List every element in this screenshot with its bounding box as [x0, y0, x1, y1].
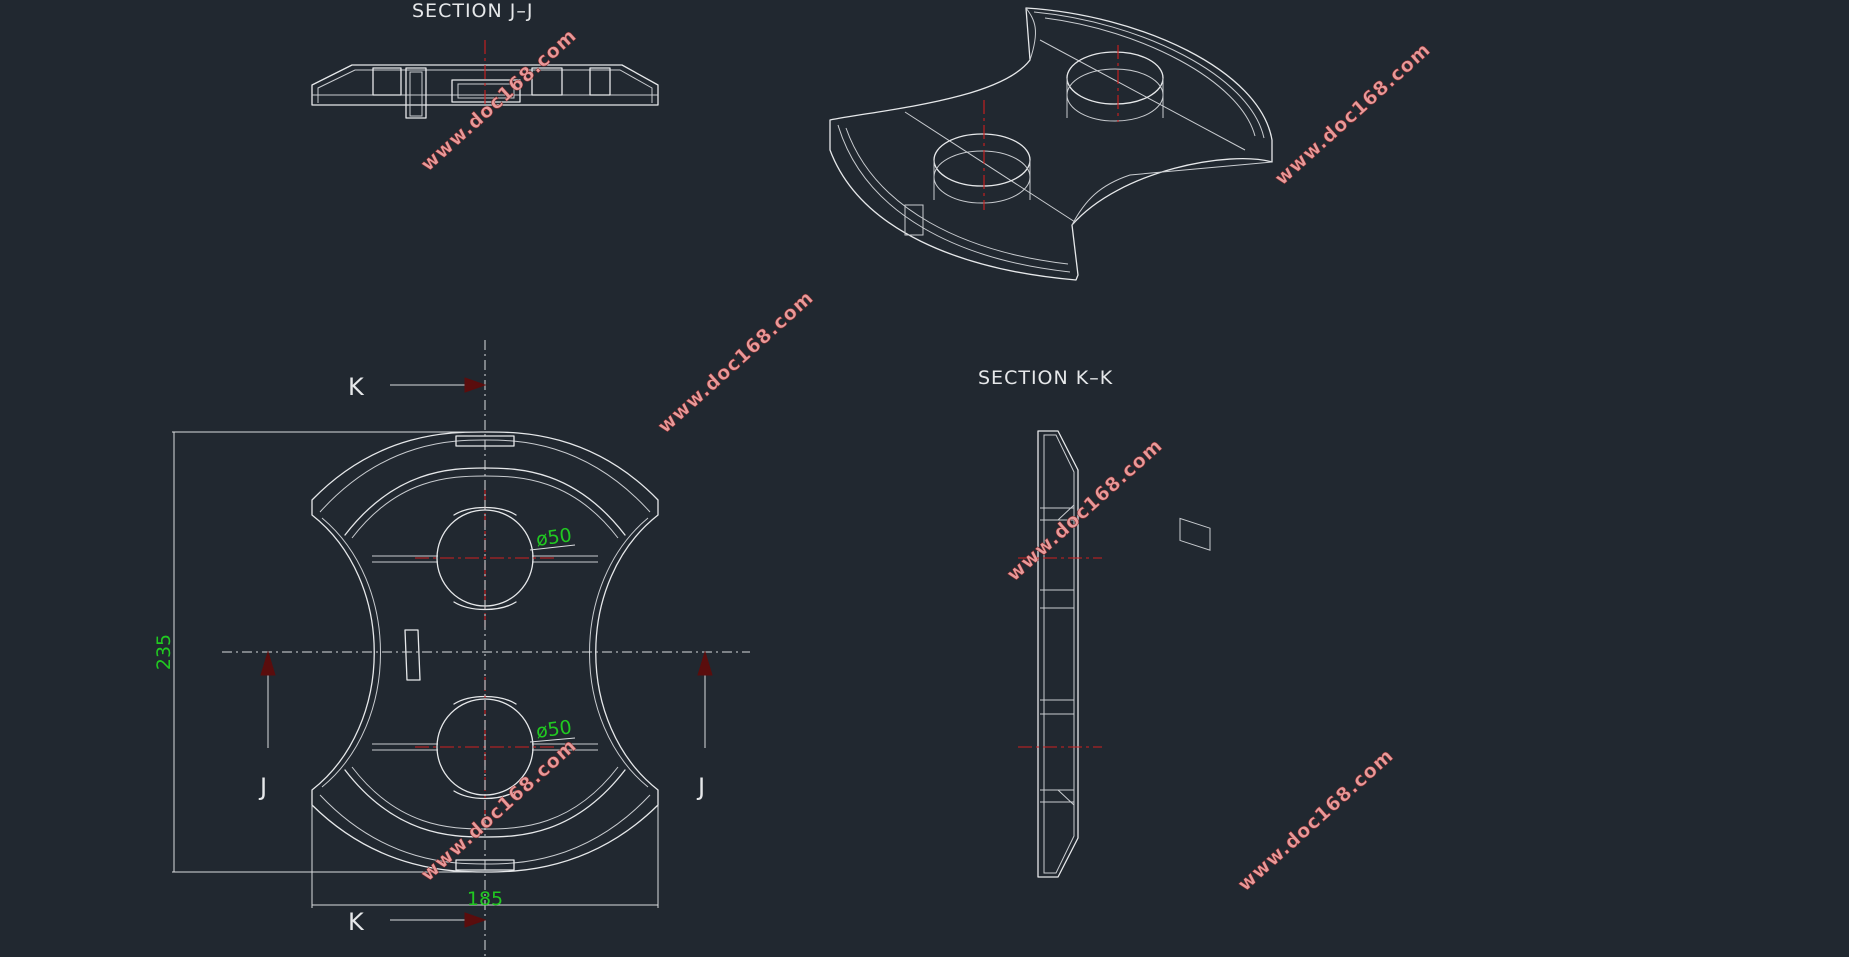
- watermark-1: www.doc168.com: [417, 24, 582, 175]
- section-j-right-letter: J: [696, 773, 705, 801]
- dim-width: 185: [467, 888, 503, 910]
- watermark-3: www.doc168.com: [654, 286, 819, 437]
- dim-hole-top: ø50: [535, 524, 574, 551]
- dim-height: 235: [153, 634, 175, 670]
- section-kk-view: SECTION K–K: [978, 367, 1113, 878]
- section-k-bottom-letter: K: [348, 908, 365, 936]
- section-kk-title: SECTION K–K: [978, 367, 1113, 389]
- section-k-top-letter: K: [348, 373, 365, 401]
- section-jj-title: SECTION J–J: [412, 0, 533, 22]
- watermark-6: www.doc168.com: [1234, 744, 1399, 895]
- watermark-5: www.doc168.com: [417, 734, 582, 885]
- dim-hole-bottom: ø50: [535, 716, 574, 743]
- watermark-2: www.doc168.com: [1271, 38, 1436, 189]
- plan-view: K K J J 235 185 ø50 ø50: [153, 340, 750, 957]
- section-jj-view: SECTION J–J: [311, 0, 659, 119]
- section-j-left-letter: J: [258, 773, 267, 801]
- watermarks: www.doc168.com www.doc168.com www.doc168…: [416, 24, 1436, 896]
- watermark-4: www.doc168.com: [1003, 434, 1168, 585]
- isometric-view: [829, 7, 1273, 551]
